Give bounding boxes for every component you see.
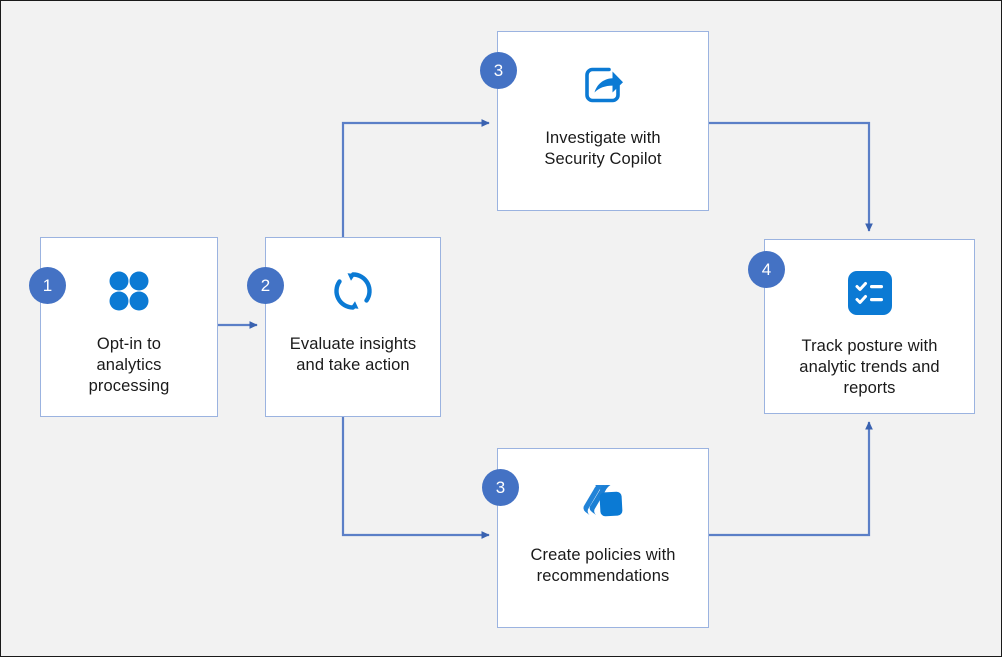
step-badge-3-investigate: 3: [480, 52, 517, 89]
node-investigate-security-copilot[interactable]: Investigate with Security Copilot: [497, 31, 709, 211]
stacked-layers-icon: [579, 471, 627, 533]
share-export-icon: [579, 54, 627, 116]
connector-evaluate-to-create-policies: [341, 417, 490, 539]
connector-investigate-to-track: [709, 121, 873, 232]
step-badge-1: 1: [29, 267, 66, 304]
node-label: Track posture with analytic trends and r…: [799, 337, 940, 397]
node-create-policies[interactable]: Create policies with recommendations: [497, 448, 709, 628]
step-badge-4: 4: [748, 251, 785, 288]
step-badge-2: 2: [247, 267, 284, 304]
four-dots-grid-icon: [106, 260, 152, 322]
node-track-posture[interactable]: Track posture with analytic trends and r…: [764, 239, 975, 414]
node-label: Create policies with recommendations: [530, 546, 676, 585]
connector-create-policies-to-track: [709, 421, 873, 537]
connector-evaluate-to-investigate: [341, 119, 490, 237]
node-evaluate-insights[interactable]: Evaluate insights and take action: [265, 237, 441, 417]
sync-refresh-icon: [329, 260, 377, 322]
node-opt-in-analytics[interactable]: Opt-in to analytics processing: [40, 237, 218, 417]
checklist-icon: [847, 262, 892, 324]
node-label: Opt-in to analytics processing: [88, 335, 170, 395]
node-label: Investigate with Security Copilot: [544, 129, 662, 168]
step-badge-3-create-policies: 3: [482, 469, 519, 506]
node-label: Evaluate insights and take action: [289, 335, 417, 374]
